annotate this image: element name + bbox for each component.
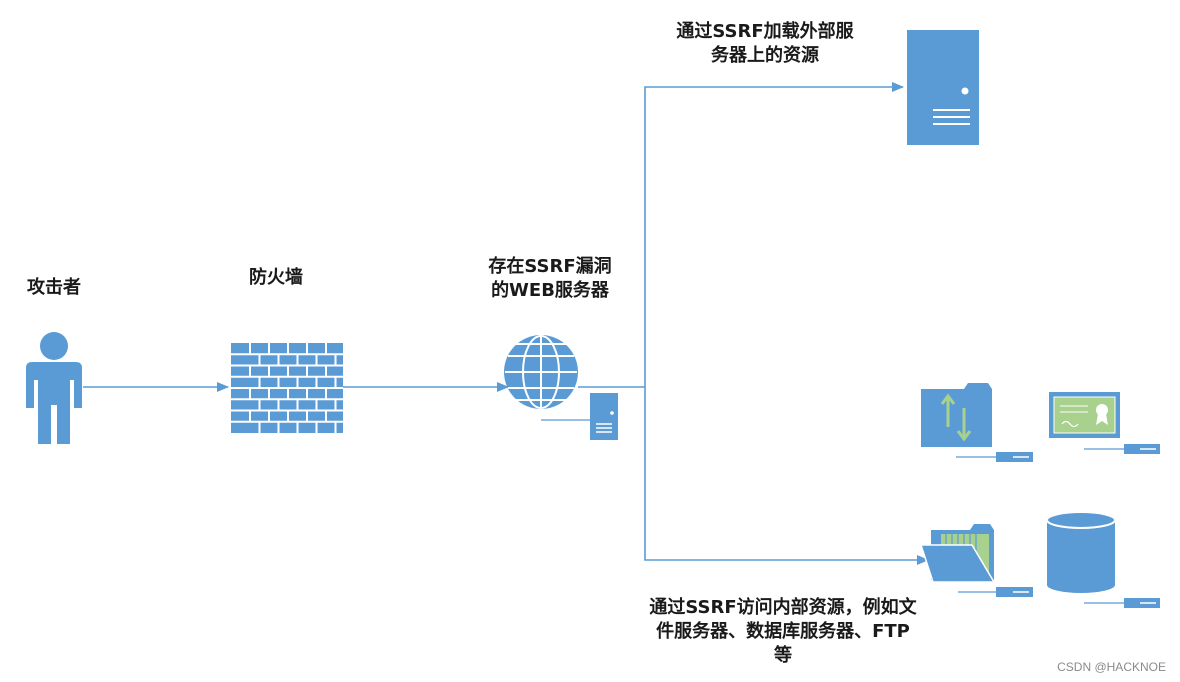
- internal-resource-label-line2: 件服务器、数据库服务器、FTP: [656, 621, 910, 642]
- globe-server-icon: [504, 335, 618, 440]
- server-to-internal-arrow: [644, 387, 929, 565]
- internal-resource-label: 通过SSRF访问内部资源，例如文 件服务器、数据库服务器、FTP 等: [628, 596, 938, 668]
- attacker-label: 攻击者: [27, 277, 81, 298]
- person-icon: [26, 332, 82, 444]
- firewall-label: 防火墙: [249, 267, 303, 288]
- tower-server-icon: [907, 30, 979, 145]
- internal-resource-label-line3: 等: [774, 645, 792, 666]
- vuln-server-label: 存在SSRF漏洞 的WEB服务器: [470, 255, 630, 303]
- vuln-server-label-line2: 的WEB服务器: [491, 280, 609, 301]
- brick-wall-icon: [231, 343, 343, 433]
- watermark: CSDN @HACKNOE: [1057, 660, 1166, 674]
- transfer-folder-icon: [921, 383, 1033, 462]
- external-resource-label-line1: 通过SSRF加载外部服: [676, 21, 854, 42]
- vuln-server-label-line1: 存在SSRF漏洞: [488, 256, 612, 277]
- certificate-icon: [1049, 392, 1160, 454]
- internal-resource-label-line1: 通过SSRF访问内部资源，例如文: [649, 597, 917, 618]
- external-resource-label-line2: 务器上的资源: [711, 45, 819, 66]
- open-folder-icon: [919, 524, 1033, 597]
- database-icon: [1046, 511, 1160, 608]
- external-resource-label: 通过SSRF加载外部服 务器上的资源: [660, 20, 870, 68]
- server-to-external-arrow: [578, 82, 904, 388]
